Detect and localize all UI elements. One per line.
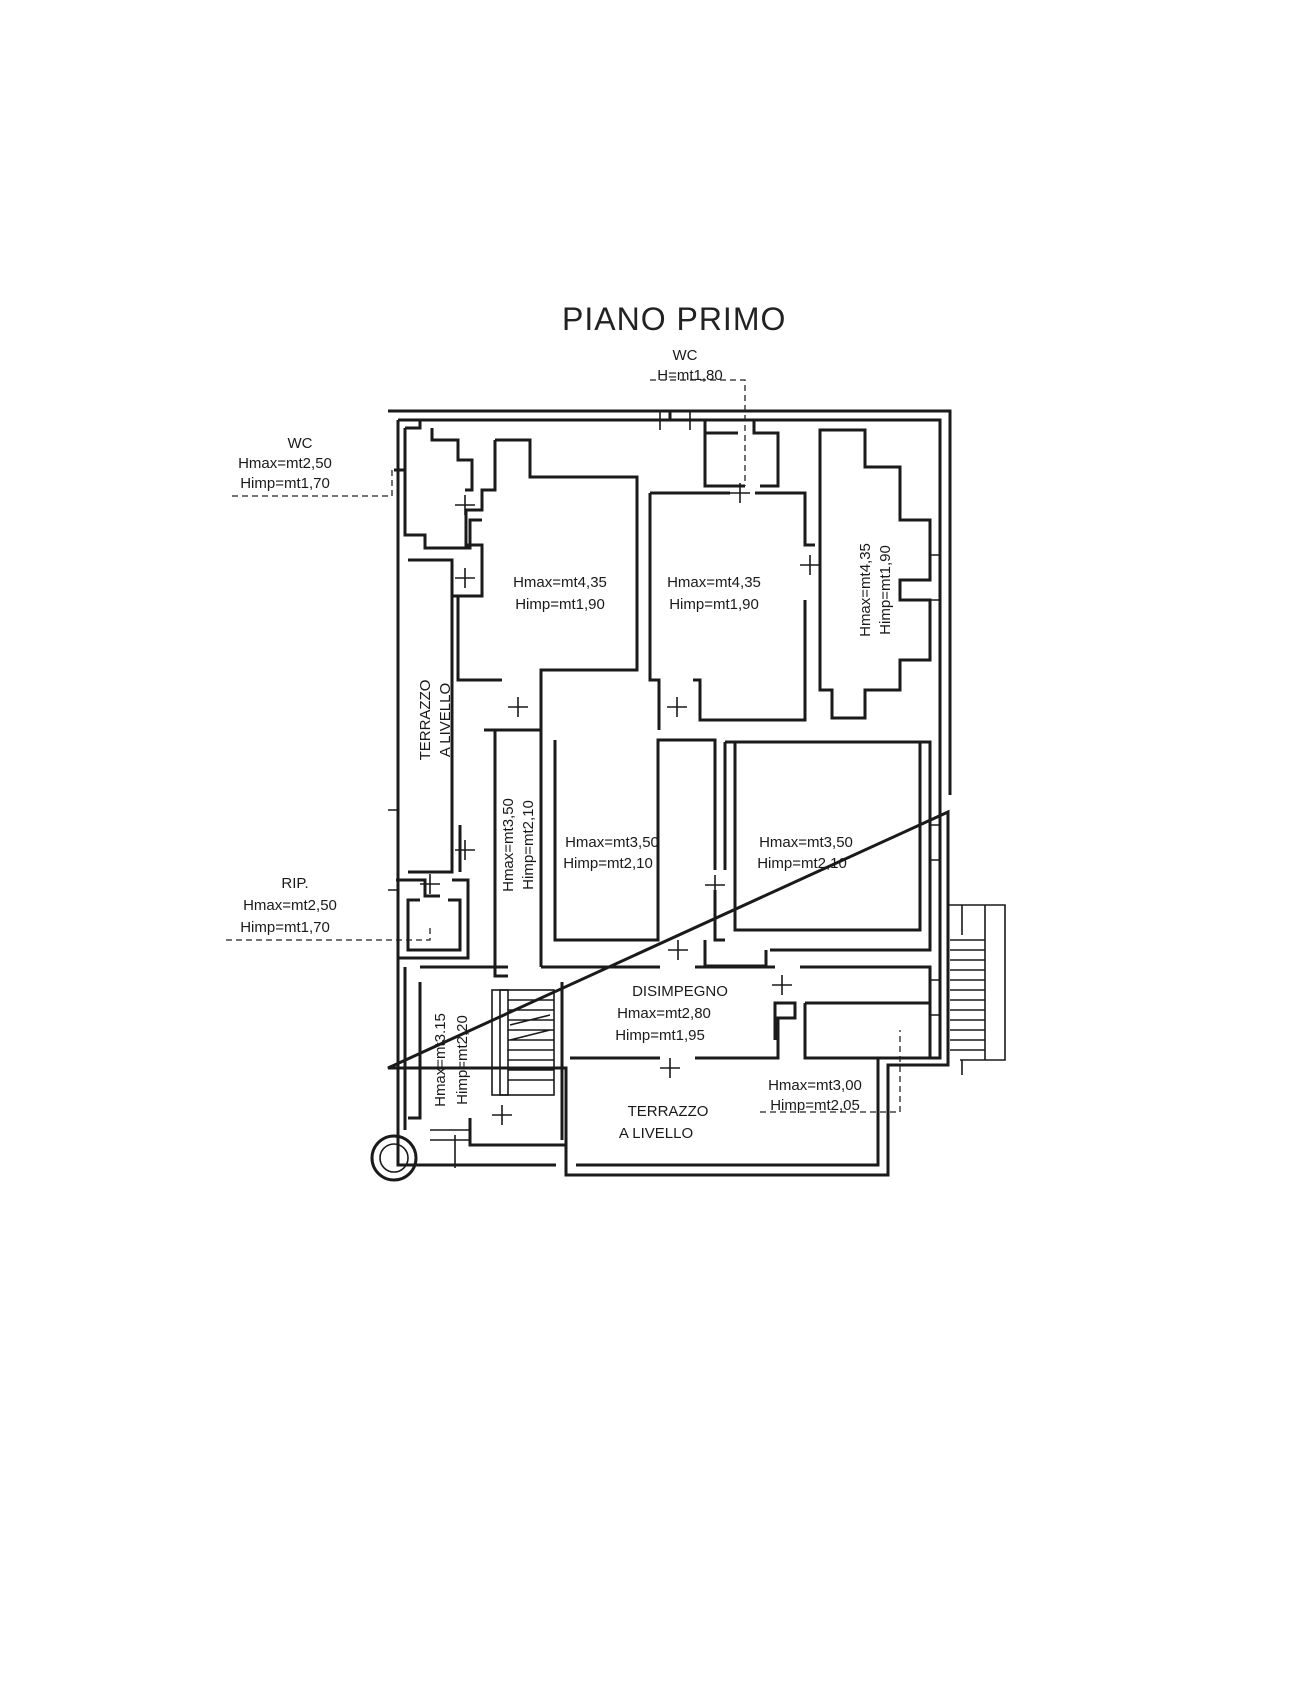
- label-room-c: Hmax=mt4,35 Himp=mt1,90: [857, 543, 894, 637]
- svg-text:Hmax=mt3,50: Hmax=mt3,50: [759, 834, 853, 851]
- svg-text:Himp=mt1,90: Himp=mt1,90: [515, 596, 605, 613]
- inner-outer-wall: [396, 418, 942, 1167]
- svg-text:Himp=mt1,90: Himp=mt1,90: [669, 596, 759, 613]
- svg-text:Hmax=mt3,00: Hmax=mt3,00: [768, 1077, 862, 1094]
- round-tower: [370, 1134, 418, 1182]
- svg-text:Hmax=mt3,50: Hmax=mt3,50: [565, 834, 659, 851]
- svg-text:Himp=mt2,10: Himp=mt2,10: [757, 855, 847, 872]
- svg-text:Hmax=mt2,50: Hmax=mt2,50: [238, 455, 332, 472]
- svg-text:Himp=mt1,95: Himp=mt1,95: [615, 1027, 705, 1044]
- svg-text:WC: WC: [673, 347, 698, 364]
- terrazzo-left-walls: [408, 558, 508, 978]
- svg-text:Hmax=mt3.15: Hmax=mt3.15: [432, 1013, 449, 1107]
- svg-text:Hmax=mt4,35: Hmax=mt4,35: [513, 574, 607, 591]
- svg-text:H=mt1,80: H=mt1,80: [657, 367, 722, 384]
- outer-wall: [387, 409, 952, 1177]
- svg-text:Hmax=mt4,35: Hmax=mt4,35: [667, 574, 761, 591]
- disimpegno-walls: [541, 965, 932, 1060]
- label-disimpegno: DISIMPEGNO Hmax=mt2,80 Himp=mt1,95: [615, 983, 728, 1044]
- svg-text:DISIMPEGNO: DISIMPEGNO: [632, 983, 728, 1000]
- label-terrazzo-bottom-h: Hmax=mt3,00 Himp=mt2,05: [768, 1077, 862, 1114]
- label-rip: RIP. Hmax=mt2,50 Himp=mt1,70: [240, 875, 337, 936]
- room-b-walls: [648, 491, 815, 730]
- svg-text:Hmax=mt2,80: Hmax=mt2,80: [617, 1005, 711, 1022]
- svg-text:Hmax=mt4,35: Hmax=mt4,35: [857, 543, 874, 637]
- label-room-b: Hmax=mt4,35 Himp=mt1,90: [667, 574, 761, 613]
- label-wc-top: WC H=mt1,80: [657, 347, 722, 384]
- svg-text:Himp=mt2,10: Himp=mt2,10: [520, 800, 537, 890]
- label-corridor: Hmax=mt3,50 Himp=mt2,10: [500, 798, 537, 892]
- room-a-walls: [456, 438, 639, 730]
- svg-text:RIP.: RIP.: [281, 875, 308, 892]
- label-terrazzo-bottom: TERRAZZO A LIVELLO: [619, 1103, 709, 1142]
- stair-room-walls: [403, 965, 568, 1147]
- room-e-walls: [733, 742, 922, 932]
- staircase: [491, 989, 555, 1096]
- wc-left-walls: [394, 420, 482, 550]
- label-terrazzo-left: TERRAZZO A LIVELLO: [417, 680, 454, 761]
- svg-text:A LIVELLO: A LIVELLO: [619, 1125, 693, 1142]
- wc-top-walls: [668, 411, 780, 488]
- room-c-walls: [818, 428, 932, 720]
- svg-text:Himp=mt1,70: Himp=mt1,70: [240, 919, 330, 936]
- external-stair: [948, 904, 1006, 1075]
- plan-title: PIANO PRIMO: [562, 301, 786, 337]
- svg-text:Hmax=mt3,50: Hmax=mt3,50: [500, 798, 517, 892]
- label-room-e: Hmax=mt3,50 Himp=mt2,10: [757, 834, 853, 872]
- svg-text:Hmax=mt2,50: Hmax=mt2,50: [243, 897, 337, 914]
- dashed-leaders: [226, 379, 901, 1113]
- svg-text:TERRAZZO: TERRAZZO: [628, 1103, 709, 1120]
- svg-text:TERRAZZO: TERRAZZO: [417, 680, 434, 761]
- svg-text:Himp=mt2,10: Himp=mt2,10: [563, 855, 653, 872]
- svg-text:Himp=mt1,90: Himp=mt1,90: [877, 545, 894, 635]
- rip-walls: [396, 878, 470, 960]
- label-room-d: Hmax=mt3,50 Himp=mt2,10: [563, 834, 659, 872]
- svg-text:Himp=mt2,05: Himp=mt2,05: [770, 1097, 860, 1114]
- door-markers: [388, 411, 940, 1168]
- svg-text:Himp=mt2,20: Himp=mt2,20: [454, 1015, 471, 1105]
- label-wc-left: WC Hmax=mt2,50 Himp=mt1,70: [238, 435, 332, 492]
- svg-text:WC: WC: [288, 435, 313, 452]
- svg-text:Himp=mt1,70: Himp=mt1,70: [240, 475, 330, 492]
- central-walls: [484, 705, 932, 968]
- svg-text:A LIVELLO: A LIVELLO: [437, 683, 454, 757]
- label-room-a: Hmax=mt4,35 Himp=mt1,90: [513, 574, 607, 613]
- label-stair-room: Hmax=mt3.15 Himp=mt2,20: [432, 1013, 471, 1107]
